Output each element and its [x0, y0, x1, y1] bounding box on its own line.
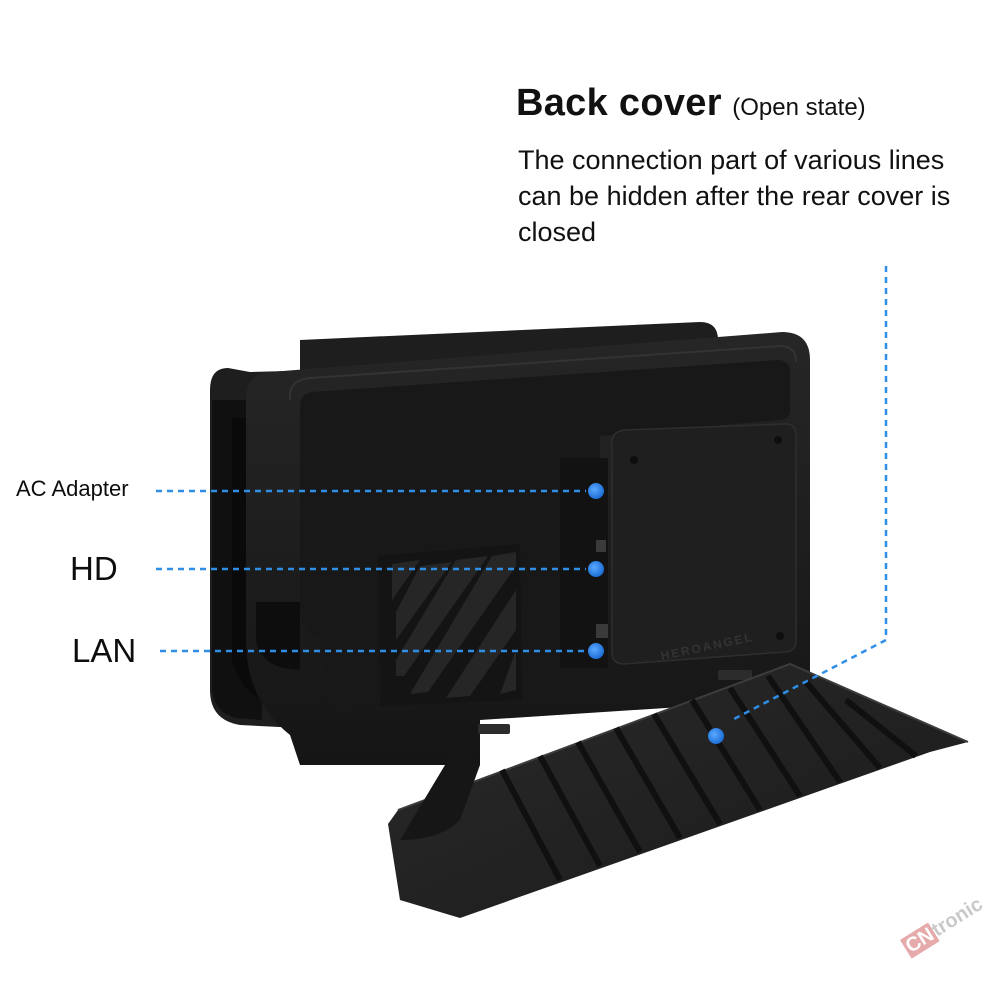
ac-adapter-label: AC Adapter [16, 476, 129, 501]
hinge-clips [478, 670, 752, 734]
callout-dots [588, 483, 724, 744]
ac-adapter-dot [588, 483, 604, 499]
callout-lines [156, 266, 888, 722]
description: The connection part of various lines can… [518, 145, 951, 247]
heading: Back cover (Open state) [516, 82, 866, 125]
back-cover-open [388, 662, 969, 918]
hd-dot [588, 561, 604, 577]
hd-label: HD [70, 550, 118, 587]
back-cover-dot [708, 728, 724, 744]
heading-subtitle: (Open state) [732, 94, 866, 121]
lan-dot [588, 643, 604, 659]
lan-label: LAN [72, 632, 137, 669]
inner-plate: HEROANGEL [611, 423, 797, 665]
heading-title: Back cover [516, 82, 722, 124]
